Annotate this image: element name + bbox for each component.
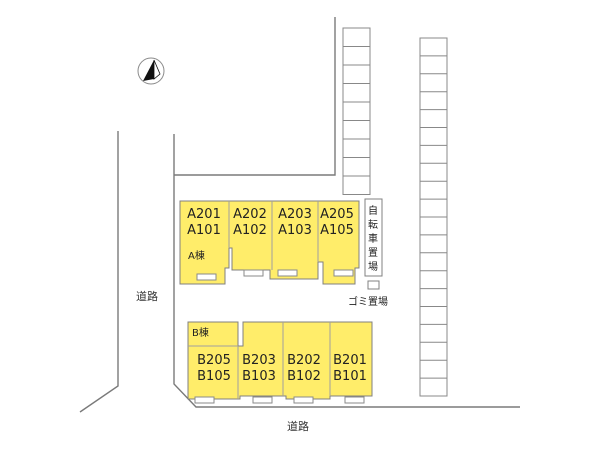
building-a-window <box>333 269 354 277</box>
bicycle-parking-label: 置 <box>368 247 378 259</box>
site-boundary <box>173 134 520 408</box>
building-b: B棟 B205 B105 B203 B103 B202 B102 B201 B1… <box>187 321 373 404</box>
building-b-window <box>194 396 215 404</box>
building-a-window <box>277 269 298 277</box>
unit-label: A101 <box>187 223 221 238</box>
bicycle-parking-label: 自 <box>368 204 378 217</box>
west-road-edge-left <box>79 131 119 413</box>
bicycle-parking-label: 車 <box>368 232 378 245</box>
unit-label: A205 <box>320 207 354 222</box>
building-a-name: A棟 <box>188 249 205 262</box>
building-a-window <box>196 273 217 281</box>
building-b-window <box>252 396 273 404</box>
unit-label: A203 <box>278 207 312 222</box>
unit-label: A105 <box>320 223 354 238</box>
unit-label: B103 <box>242 369 276 384</box>
unit-label: B105 <box>197 369 231 384</box>
north-site-edge <box>174 17 336 176</box>
unit-label: B202 <box>287 353 321 368</box>
bicycle-parking-label: 場 <box>368 260 378 273</box>
unit-label: B201 <box>333 353 367 368</box>
south-road-label: 道路 <box>287 419 309 433</box>
unit-label: B101 <box>333 369 367 384</box>
building-a-outline <box>179 200 360 285</box>
unit-label: A202 <box>233 207 267 222</box>
garbage-area: ゴミ置場 <box>348 280 388 308</box>
unit-label: A201 <box>187 207 221 222</box>
north-arrow-icon <box>137 57 165 85</box>
unit-label: B203 <box>242 353 276 368</box>
unit-label: B205 <box>197 353 231 368</box>
parking-row-west <box>342 27 371 195</box>
bicycle-parking-label: 転 <box>368 219 378 231</box>
parking-outline <box>342 27 371 195</box>
parking-row-east <box>419 37 448 397</box>
unit-label: A102 <box>233 223 267 238</box>
building-b-window <box>344 396 365 404</box>
west-road-label: 道路 <box>136 289 158 303</box>
building-b-window <box>293 396 314 404</box>
building-a: A201 A101 A202 A102 A203 A103 A205 A105 … <box>179 200 360 285</box>
building-a-window <box>243 269 264 277</box>
garbage-area-label: ゴミ置場 <box>348 295 388 308</box>
bicycle-parking: 自 転 車 置 場 <box>364 198 383 277</box>
building-b-name: B棟 <box>192 326 209 339</box>
unit-label: B102 <box>287 369 321 384</box>
unit-label: A103 <box>278 223 312 238</box>
